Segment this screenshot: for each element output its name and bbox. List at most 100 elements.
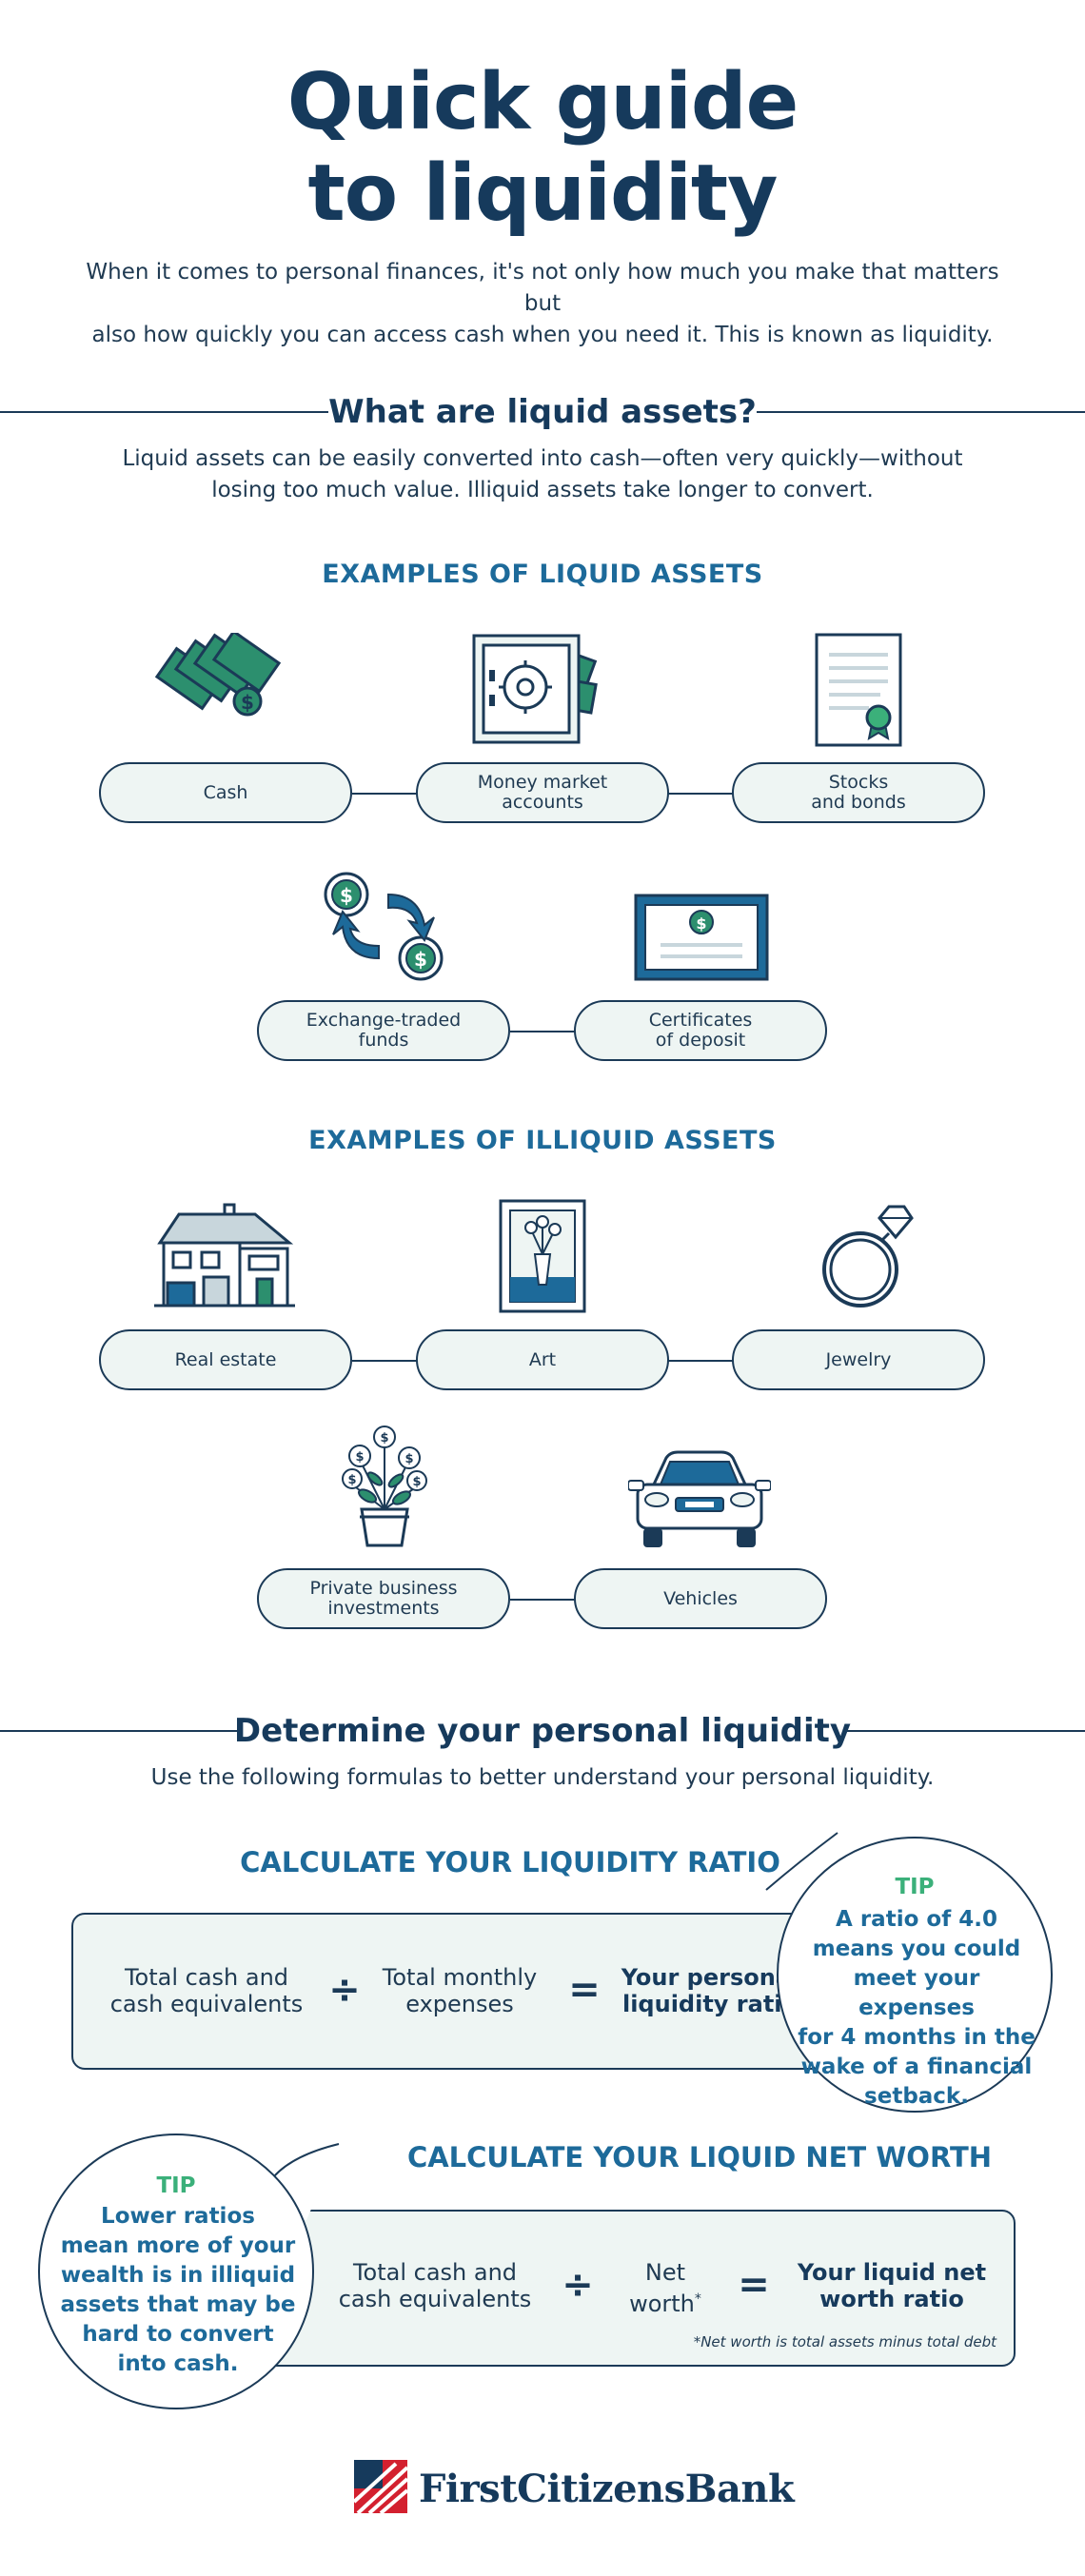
tip-label: TIP (895, 1875, 935, 1899)
liquid-examples-heading: EXAMPLES OF LIQUID ASSETS (322, 560, 763, 589)
liquid-assets-section-header: What are liquid assets? (0, 388, 1085, 436)
term-line: Net (644, 2259, 686, 2286)
exchange-coins-icon: $ $ (324, 872, 444, 981)
deposit-certificate-icon: $ (634, 894, 769, 981)
divider-right (845, 1730, 1085, 1732)
item-label: investments (327, 1598, 440, 1619)
description-line-1: Liquid assets can be easily converted in… (122, 446, 963, 471)
divider-left (0, 411, 328, 413)
illiquid-examples-heading: EXAMPLES OF ILLIQUID ASSETS (308, 1126, 777, 1155)
term-line: Total cash and (124, 1964, 289, 1991)
formula-term-net-worth: Net worth* (608, 2259, 722, 2317)
bank-brand-name: FirstCitizensBank (419, 2467, 795, 2511)
certificate-document-icon (815, 633, 902, 747)
bank-logo-icon (354, 2460, 407, 2513)
formula-term-cash: Total cash and cash equivalents (321, 2259, 549, 2312)
tip-line: into cash. (117, 2351, 239, 2376)
item-label: Cash (203, 781, 248, 803)
personal-liquidity-description: Use the following formulas to better und… (150, 1765, 935, 1790)
tip-line: wealth is in illiquid (60, 2263, 296, 2288)
intro-line-1: When it comes to personal finances, it's… (86, 260, 999, 316)
description-line-2: losing too much value. Illiquid assets t… (211, 478, 874, 502)
tip-line: Lower ratios (101, 2204, 255, 2229)
connector-line (668, 1360, 735, 1362)
personal-liquidity-section-header: Determine your personal liquidity (0, 1707, 1085, 1755)
term-line: worth ratio (819, 2286, 964, 2312)
tip-text: A ratio of 4.0 means you could meet your… (798, 1905, 1036, 2112)
item-label: Money market (477, 772, 608, 793)
item-label: Certificates (648, 1010, 753, 1031)
item-label: Private business (309, 1578, 458, 1599)
net-worth-footnote: *Net worth is total assets minus total d… (693, 2333, 996, 2350)
tip-line: A ratio of 4.0 (836, 1907, 997, 1932)
liquid-net-worth-formula: Total cash and cash equivalents ÷ Net wo… (252, 2210, 1016, 2367)
liquidity-ratio-formula: Total cash and cash equivalents ÷ Total … (71, 1913, 833, 2070)
tip-line: setback. (864, 2084, 969, 2109)
connector-line (668, 793, 735, 795)
term-line: liquidity ratio (621, 1991, 799, 2017)
tip-line: for 4 months in the (798, 2025, 1036, 2050)
svg-text:$: $ (380, 1431, 388, 1445)
tip-line: meet your expenses (853, 1966, 980, 2020)
item-label: accounts (502, 792, 583, 813)
term-line: cash equivalents (338, 2286, 532, 2312)
section-title: Determine your personal liquidity (233, 1712, 852, 1750)
term-line: expenses (405, 1991, 514, 2017)
divide-icon: ÷ (328, 1968, 361, 2012)
term-line: Your personal (621, 1964, 799, 1991)
car-icon (628, 1450, 771, 1547)
liquidity-ratio-heading: CALCULATE YOUR LIQUIDITY RATIO (240, 1846, 780, 1878)
footnote-mark: * (694, 2291, 701, 2307)
svg-text:$: $ (347, 1473, 356, 1487)
term-line: Total cash and (352, 2259, 518, 2286)
liquid-net-worth-heading: CALCULATE YOUR LIQUID NET WORTH (406, 2141, 993, 2173)
illiquid-item-art: Art (416, 1329, 669, 1390)
tip-label: TIP (156, 2173, 196, 2198)
intro-paragraph: When it comes to personal finances, it's… (67, 257, 1018, 351)
liquid-net-worth-tip: TIP Lower ratios mean more of your wealt… (38, 2134, 314, 2409)
term-line: worth (629, 2291, 695, 2317)
tip-line: hard to convert (82, 2322, 274, 2347)
title-line-1: Quick guide (286, 57, 799, 147)
term-line: cash equivalents (109, 1991, 304, 2017)
divider-left (0, 1730, 240, 1732)
svg-text:$: $ (241, 691, 254, 714)
term-line: Total monthly (382, 1964, 538, 1991)
liquidity-ratio-tip: TIP A ratio of 4.0 means you could meet … (777, 1837, 1053, 2113)
term-line: Your liquid net (797, 2259, 987, 2286)
tip-line: wake of a financial (800, 2055, 1033, 2079)
item-label: Art (528, 1348, 557, 1370)
house-icon (154, 1203, 295, 1308)
page-title: Quick guide to liquidity (0, 57, 1085, 240)
title-line-2: to liquidity (307, 148, 779, 239)
illiquid-item-vehicles: Vehicles (574, 1568, 827, 1629)
connector-line (510, 1599, 577, 1601)
formula-term-cash: Total cash and cash equivalents (92, 1964, 321, 2017)
tip-line: mean more of your (60, 2233, 296, 2258)
illiquid-item-real-estate: Real estate (99, 1329, 352, 1390)
liquid-assets-description: Liquid assets can be easily converted in… (95, 443, 990, 506)
item-label: Stocks (828, 772, 889, 793)
section-title: What are liquid assets? (328, 393, 757, 431)
formula-result-net-worth: Your liquid net worth ratio (782, 2259, 1001, 2312)
item-label: Jewelry (825, 1348, 892, 1370)
svg-text:$: $ (404, 1452, 413, 1466)
equals-icon: = (568, 1968, 601, 2012)
divider-right (757, 411, 1085, 413)
diamond-ring-icon (822, 1205, 914, 1308)
item-label: funds (358, 1030, 409, 1051)
tip-line: means you could (812, 1937, 1021, 1961)
speech-bubble-tail (765, 1832, 893, 1891)
item-label: and bonds (811, 792, 906, 813)
connector-line (510, 1031, 577, 1032)
svg-text:$: $ (412, 1475, 421, 1489)
cash-icon: $ (154, 633, 282, 717)
safe-icon (472, 634, 598, 744)
formula-term-expenses: Total monthly expenses (355, 1964, 564, 2017)
liquid-item-cash: Cash (99, 762, 352, 823)
